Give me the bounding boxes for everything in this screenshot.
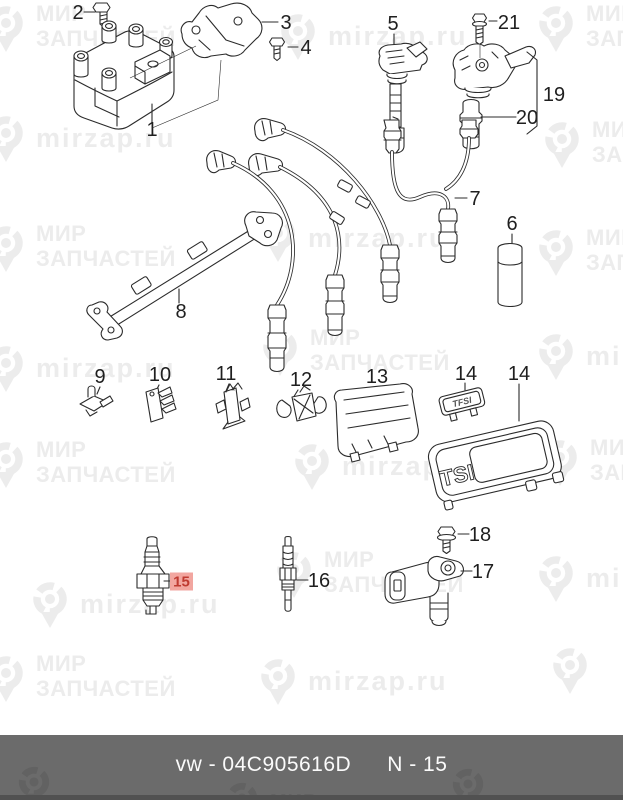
part-8-mounting-rail: [86, 211, 283, 341]
footer-caption: vw - 04C905616D N - 15: [0, 735, 623, 795]
highlighted-callout-15[interactable]: 15: [170, 572, 193, 591]
part-7-spark-plug-wires: [206, 118, 479, 373]
callout-14-large: 14: [508, 363, 530, 385]
callout-8: 8: [175, 301, 186, 323]
part-12-clip: [276, 385, 327, 422]
footer-bar: МИР vw - 04C905616D N - 15: [0, 735, 623, 800]
wire-plug-boot: [267, 208, 458, 373]
callout-14-small: 14: [455, 363, 477, 385]
callout-1: 1: [146, 119, 157, 141]
part-1-ignition-coil-pack: [73, 20, 175, 130]
wire-coil-end-boot: [383, 119, 479, 154]
callout-line-9: [96, 386, 101, 395]
part-16-glow-plug: [279, 535, 297, 612]
callout-17: 17: [472, 561, 494, 583]
wire-ferrule: [329, 179, 371, 225]
part-14-engine-cover: TSI: [427, 420, 565, 511]
part-17-camshaft-sensor: [384, 555, 465, 627]
part-19-coil-head: [452, 43, 536, 99]
coil-towers: [73, 20, 174, 92]
part-3-bracket: [129, 2, 263, 129]
highlight-box[interactable]: [170, 572, 193, 591]
parts-diagram: 2 1: [72, 2, 565, 627]
callout-3: 3: [280, 12, 291, 34]
callout-7: 7: [469, 188, 480, 210]
callout-bracket-19: [526, 51, 538, 135]
footer-bottom-strip: [0, 795, 623, 800]
callout-5: 5: [387, 13, 398, 35]
part-13-wire-holder: [333, 383, 419, 463]
callout-21: 21: [498, 12, 520, 34]
catalog-page-ref: N - 15: [387, 753, 448, 776]
part-14-badge-cover: TFSI: [438, 387, 486, 422]
callout-20: 20: [516, 107, 538, 129]
callout-6: 6: [506, 213, 517, 235]
callout-18: 18: [469, 524, 491, 546]
part-21-bolt: [471, 13, 488, 46]
wire-elbow-boot: [206, 118, 287, 177]
part-9-clip: [79, 385, 114, 417]
callout-10: 10: [149, 364, 171, 386]
callout-9: 9: [94, 366, 105, 388]
callout-16: 16: [308, 570, 330, 592]
part-11-clip: [215, 382, 251, 430]
part-18-bolt: [436, 526, 457, 555]
callout-11: 11: [216, 363, 237, 385]
callout-13: 13: [366, 366, 388, 388]
part-6-grease-tube: [497, 242, 523, 308]
callout-19: 19: [543, 84, 565, 106]
badge-text-small: TFSI: [451, 395, 473, 410]
part-10-clip: [145, 386, 177, 423]
callout-12: 12: [290, 369, 312, 391]
part-4-bolt: [268, 37, 286, 62]
callout-2: 2: [72, 2, 83, 24]
part-code: vw - 04C905616D: [175, 753, 352, 776]
part-15-spark-plug: [136, 536, 170, 615]
callout-4: 4: [300, 37, 311, 59]
callout-15[interactable]: 15: [173, 574, 190, 591]
